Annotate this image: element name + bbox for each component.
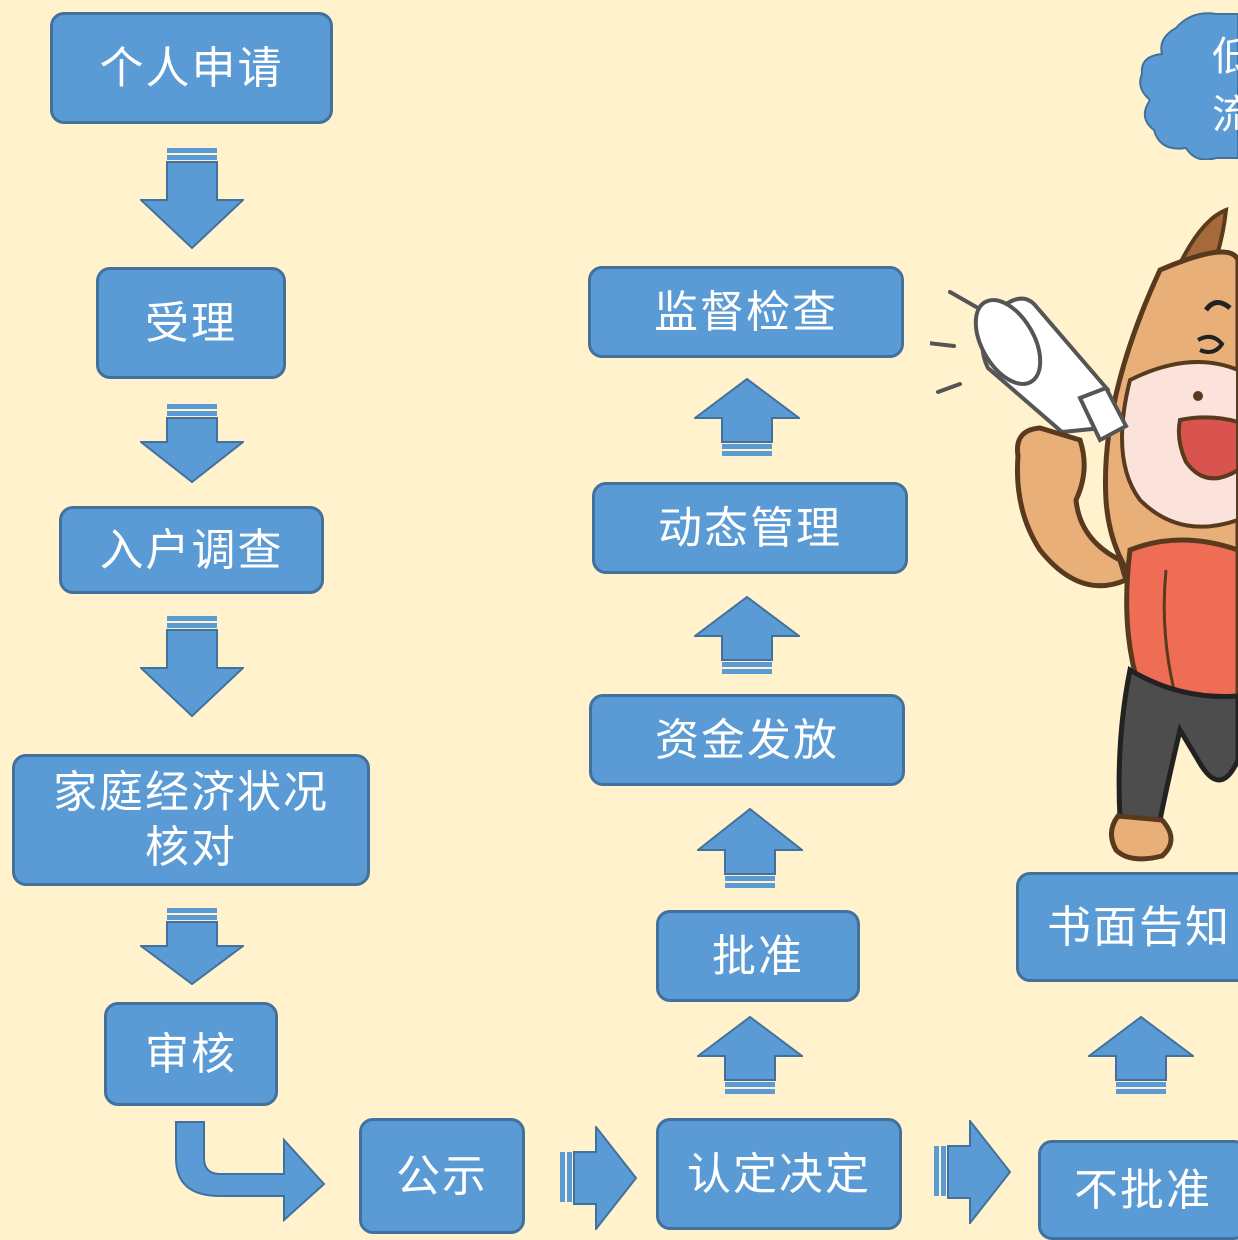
step-notice-box: 书面告知	[1016, 872, 1238, 982]
cloud-bubble-icon	[1139, 12, 1238, 160]
down-arrow-icon	[140, 908, 244, 986]
step-reject-box: 不批准	[1038, 1140, 1238, 1240]
down-arrow-icon	[140, 404, 244, 484]
bubble-text-2: 流	[1212, 92, 1238, 138]
step-survey-label: 入户调查	[99, 524, 284, 576]
step-reject-label: 不批准	[1074, 1164, 1212, 1216]
step-verify-box: 家庭经济状况 核对	[12, 754, 370, 886]
right-arrow-icon	[560, 1126, 638, 1230]
step-fund-label: 资金发放	[655, 714, 839, 766]
step-decision-box: 认定决定	[656, 1118, 902, 1230]
bent-arrow-icon	[175, 1121, 326, 1223]
step-approve-label: 批准	[712, 930, 804, 982]
step-review-label: 审核	[145, 1028, 237, 1080]
step-fund-box: 资金发放	[589, 694, 905, 786]
up-arrow-icon	[697, 1016, 803, 1094]
step-accept-box: 受理	[96, 267, 286, 379]
step-decision-label: 认定决定	[687, 1148, 871, 1200]
step-verify-label: 家庭经济状况 核对	[53, 767, 329, 873]
step-dynamic-label: 动态管理	[658, 502, 842, 554]
bubble-text-1: 低	[1212, 34, 1238, 80]
bull-mascot-illustration	[930, 206, 1238, 862]
up-arrow-icon	[1088, 1016, 1194, 1094]
step-survey-box: 入户调查	[59, 506, 324, 594]
step-approve-box: 批准	[656, 910, 860, 1002]
step-publicity-box: 公示	[359, 1118, 525, 1234]
step-dynamic-box: 动态管理	[592, 482, 908, 574]
step-supervise-box: 监督检查	[588, 266, 904, 358]
down-arrow-icon	[140, 148, 244, 250]
step-accept-label: 受理	[145, 297, 237, 349]
step-publicity-label: 公示	[396, 1150, 488, 1202]
up-arrow-icon	[697, 808, 803, 888]
step-apply-label: 个人申请	[99, 42, 284, 94]
up-arrow-icon	[694, 596, 800, 674]
down-arrow-icon	[140, 616, 244, 718]
right-arrow-icon	[934, 1120, 1012, 1224]
up-arrow-icon	[694, 378, 800, 456]
step-review-box: 审核	[104, 1002, 278, 1106]
step-notice-label: 书面告知	[1047, 901, 1231, 953]
step-apply-box: 个人申请	[50, 12, 333, 124]
step-supervise-label: 监督检查	[654, 286, 838, 338]
